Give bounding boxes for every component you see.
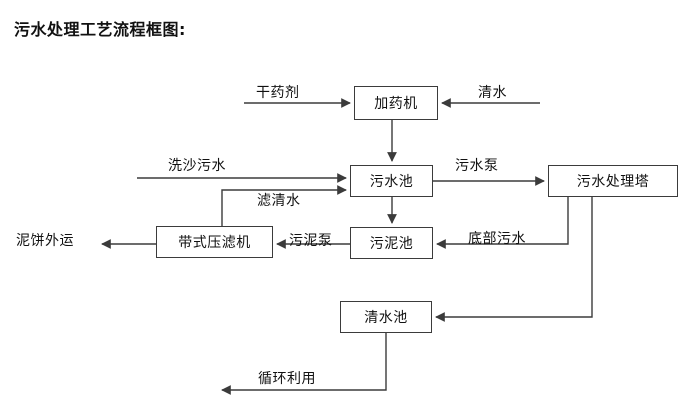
node-wastewater-pool[interactable]: 污水池 [350,165,433,197]
node-label: 污水池 [369,174,414,190]
edge-clear-water-to-recycle [221,333,387,395]
page-title: 污水处理工艺流程框图: [14,20,186,39]
edge-filtered-water-to-pool [221,185,347,226]
node-label: 污泥池 [369,236,414,252]
edge-label-sewage-pump: 污水泵 [455,158,499,174]
node-clear-water-pool[interactable]: 清水池 [340,301,432,333]
edge-label-filtered-water: 滤清水 [257,193,301,209]
node-label: 清水池 [364,310,408,326]
edge-label-recycle-reuse: 循环利用 [258,371,316,387]
edge-label-dry-reagent: 干药剂 [256,85,300,101]
node-label: 加药机 [374,96,418,112]
node-treatment-tower[interactable]: 污水处理塔 [548,165,678,197]
edge-label-sand-wash-sewage: 洗沙污水 [168,158,226,174]
edge-label-sludge-pump: 污泥泵 [289,233,333,249]
edge-label-bottom-sewage: 底部污水 [468,231,526,247]
edge-label-clean-water: 清水 [478,85,507,101]
node-dosing-machine[interactable]: 加药机 [354,86,438,120]
node-sludge-pool[interactable]: 污泥池 [350,227,433,259]
edge-bottom-sewage-to-sludge-pool [436,197,569,249]
node-belt-filter-press[interactable]: 带式压滤机 [156,226,273,258]
terminal-label-mud-cake-transport: 泥饼外运 [16,233,74,249]
node-label: 带式压滤机 [178,235,251,251]
edge-tower-to-clear-water-pool [435,197,593,322]
node-label: 污水处理塔 [576,174,650,190]
